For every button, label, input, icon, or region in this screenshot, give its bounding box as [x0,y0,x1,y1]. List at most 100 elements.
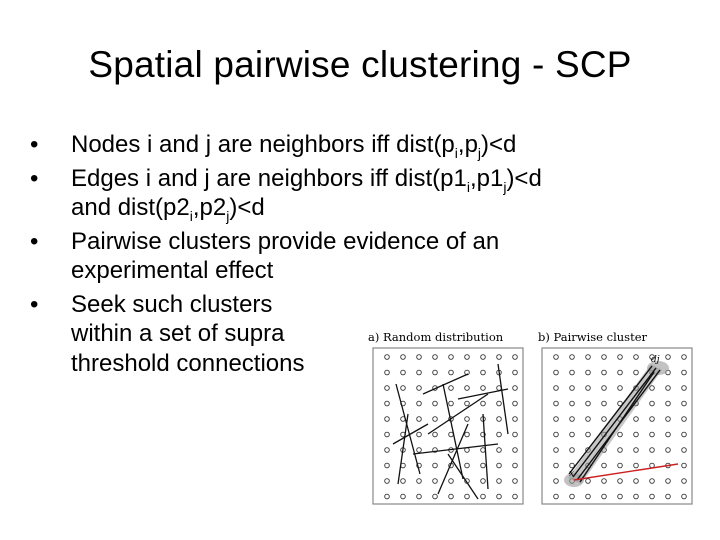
node [665,416,671,422]
node [633,462,639,469]
bullet-text: ,p2 [192,194,227,221]
node [681,400,687,407]
node [601,400,607,407]
node [400,354,406,360]
node-bottom-label: x [569,469,574,479]
node [569,369,575,376]
node [496,447,502,453]
node [384,493,390,500]
figure-graphic: dj x [372,347,693,505]
node-top-label: dj [651,355,660,365]
bullet-text: threshold connections [71,349,305,377]
bullet-line: threshold connections [71,349,700,379]
bullet-text: and dist(p2 [71,194,190,221]
node [512,462,518,469]
bullet-text: Pairwise clusters provide evidence of an [71,227,500,255]
node [384,478,390,484]
node [569,493,575,500]
network-figure: a) Random distribution b) Pairwise clust… [368,324,698,506]
node [400,493,406,500]
node [496,416,502,422]
node [585,478,591,484]
edge [568,365,653,475]
node [496,493,502,500]
node [480,447,486,453]
node [553,478,559,484]
node [512,478,518,484]
panel-b-node-grid [553,354,687,500]
bullet-text: Seek such clusters [71,290,273,318]
node [432,462,438,469]
node [384,385,390,391]
node [681,493,687,500]
edge [497,363,509,435]
node [464,400,470,407]
node [617,447,623,453]
node [480,493,486,500]
node [448,400,454,407]
node [633,416,639,422]
node [480,400,486,407]
node [569,400,575,407]
node [585,431,591,438]
node [553,354,559,360]
node [681,478,687,484]
node [665,431,671,438]
node [496,478,502,484]
bullet-item: • Pairwise clusters provide evidence of a… [30,227,700,286]
node [665,447,671,453]
node [681,385,687,391]
node [553,462,559,469]
bullet-dot: • [30,227,39,255]
node [480,431,486,438]
node [416,478,422,484]
panel-a-node-grid [384,354,518,500]
panel-a-frame [372,347,524,505]
bullet-item: •Edges i and j are neighbors iff dist(p1… [30,164,700,223]
node [432,431,438,438]
edge [397,413,409,485]
subscript-text: j [503,178,507,195]
node [665,354,671,360]
node [416,385,422,391]
node [617,385,623,391]
node [464,416,470,422]
bullet-item: •Nodes i and j are neighbors iff dist(pi… [30,130,700,160]
node [432,369,438,376]
node [384,369,390,376]
bullet-line: Nodes i and j are neighbors iff dist(pi,… [71,130,700,160]
panel-a-edges [392,363,509,500]
node [553,493,559,500]
node [480,385,486,391]
node [384,400,390,407]
node [649,431,655,438]
bullet-text: )<d [506,164,542,192]
edge [442,383,464,480]
slide-title: Spatial pairwise clustering - SCP [88,44,632,85]
node [432,416,438,422]
node [400,369,406,376]
node [496,462,502,469]
node [448,493,454,500]
node [416,431,422,438]
node [681,462,687,469]
node [384,447,390,453]
node [633,354,639,360]
node [585,493,591,500]
node [681,354,687,360]
node [553,400,559,407]
node [432,493,438,500]
node [464,462,470,469]
node [512,447,518,453]
node [633,431,639,438]
bullet-text: )<d [229,194,265,221]
node [416,447,422,453]
node [416,369,422,376]
node [585,416,591,422]
bullet-text: experimental effect [71,257,274,284]
node [601,493,607,500]
node [384,431,390,438]
node [569,416,575,422]
node [512,416,518,422]
node [512,493,518,500]
